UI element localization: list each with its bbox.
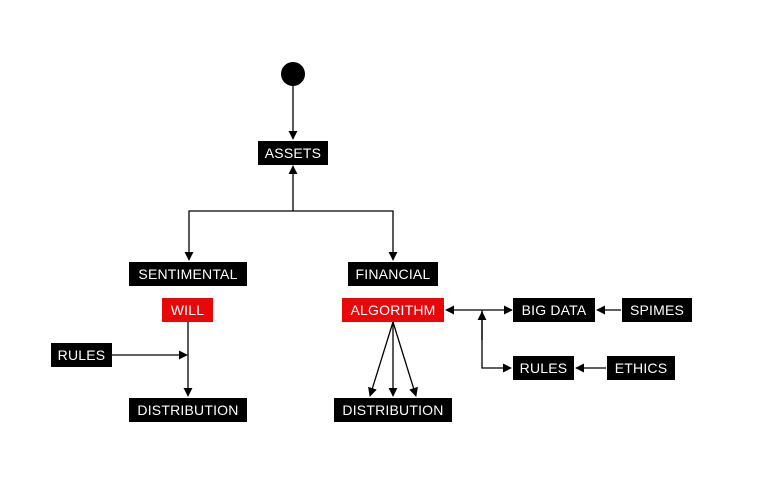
edge-branch-rules <box>481 310 512 373</box>
node-algorithm: ALGORITHM <box>342 298 444 322</box>
edge-algorithm-distribution-3 <box>392 321 418 397</box>
start-node <box>281 62 305 86</box>
node-rules-right: RULES <box>513 356 574 380</box>
node-sentimental: SENTIMENTAL <box>129 262 247 286</box>
node-rules-left: RULES <box>51 343 112 367</box>
node-financial: FINANCIAL <box>348 262 438 286</box>
node-big-data: BIG DATA <box>513 298 595 322</box>
edge-algorithm-distribution-1 <box>368 321 394 397</box>
node-assets: ASSETS <box>258 141 328 165</box>
node-spimes: SPIMES <box>622 298 692 322</box>
node-distribution-right: DISTRIBUTION <box>334 398 452 422</box>
node-ethics: ETHICS <box>607 356 675 380</box>
node-will: WILL <box>162 298 213 322</box>
edge-tree-financial <box>293 210 398 261</box>
edge-tree-sentimental <box>184 210 293 261</box>
node-distribution-left: DISTRIBUTION <box>129 398 247 422</box>
